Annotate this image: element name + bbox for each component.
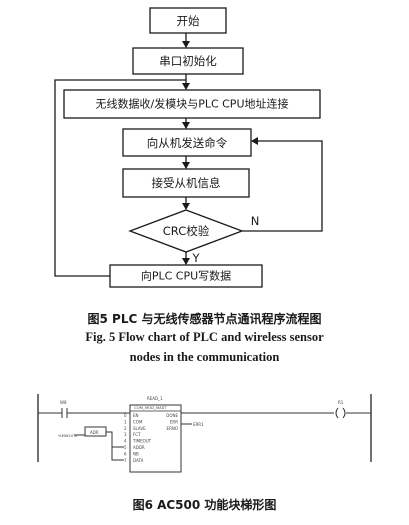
block-output-port-done: DONE	[166, 413, 178, 418]
figure5-caption-cn: 图5 PLC 与无线传感器节点通讯程序流程图	[87, 312, 322, 326]
contact-in-label: W8	[60, 400, 67, 405]
block-output-port-erno: ERNO	[167, 426, 178, 431]
write-plc-label: 向PLC CPU写数据	[141, 269, 231, 283]
figure5-caption-en-line2: nodes in the communication	[129, 350, 280, 364]
adr-out-wire	[106, 431, 124, 448]
block-type-label: COM_MOD_MAST	[134, 405, 167, 410]
coil-left-arc	[335, 407, 339, 419]
block-port-number: 0	[124, 413, 127, 418]
block-instance-label: READ_1	[147, 396, 163, 401]
adr-block-label: ADR	[90, 430, 99, 435]
serial-init-label: 串口初始化	[159, 54, 217, 68]
loop-write-return	[54, 79, 186, 277]
start-box	[149, 7, 227, 34]
function-block	[129, 404, 182, 473]
block-input-port-com: COM	[133, 419, 143, 424]
block-port-number: 5	[124, 445, 127, 450]
block-input-port-en: EN	[133, 413, 139, 418]
coil-right-arc	[342, 407, 346, 419]
start-label: 开始	[177, 14, 200, 28]
block-port-number: 6	[124, 451, 127, 456]
block-input-port-slave: SLAVE	[133, 426, 146, 431]
block-input-port-nb: NB	[133, 451, 139, 456]
send-command-label: 向从机发送命令	[147, 136, 228, 150]
block-port-number: 3	[124, 432, 127, 437]
block-port-number: 2	[124, 426, 127, 431]
block-input-port-data: DATA	[133, 458, 144, 463]
crc-label: CRC校验	[163, 224, 210, 238]
block-output-port-err: ERR	[170, 419, 178, 424]
err-out-label: ERR1	[193, 422, 204, 427]
figure5-caption-en-line1: Fig. 5 Flow chart of PLC and wireless se…	[85, 330, 324, 344]
adr-input-label: %MW10.0	[58, 433, 78, 438]
figure6-caption-cn: 图6 AC500 功能块梯形图	[132, 498, 277, 512]
nb-data-wire	[111, 447, 124, 461]
connect-box	[63, 89, 321, 119]
serial-init-box	[132, 47, 244, 75]
branch-no-label: N	[251, 214, 260, 228]
block-input-port-addr: ADDR	[133, 445, 145, 450]
block-input-port-timeout: TIMEOUT	[132, 439, 152, 444]
block-port-number: 4	[124, 439, 127, 444]
connect-label: 无线数据收/发模块与PLC CPU地址连接	[95, 97, 288, 111]
receive-info-label: 接受从机信息	[152, 176, 221, 190]
ladder-diagram: W8 R1 READ_1 COM_MOD_MAST ADR %MW10.0 ER…	[37, 394, 372, 473]
block-port-number: 7	[124, 458, 127, 463]
branch-yes-label: Y	[191, 251, 200, 265]
coil-out-label: R1	[338, 400, 344, 405]
block-left-ports: 0 EN 1 COM 2 SLAVE 3 FCT 4 TIMEOUT 5 ADDR 6 NB 7 DATA	[124, 413, 152, 463]
block-port-number: 1	[124, 419, 127, 424]
loop-no-branch	[242, 137, 323, 232]
block-input-port-fct: FCT	[133, 432, 141, 437]
